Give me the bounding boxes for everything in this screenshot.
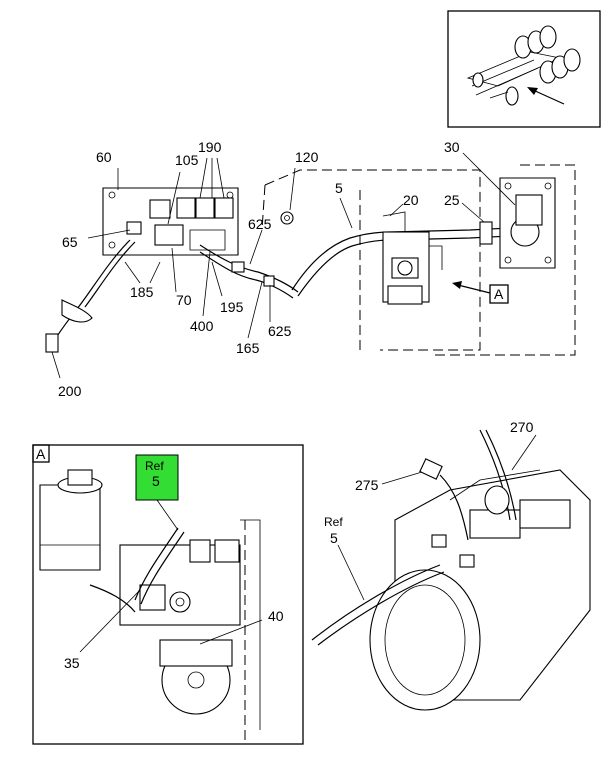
callout-105: 105 [175, 152, 199, 168]
leader-lines-main [51, 152, 516, 379]
bulkhead-connector [499, 177, 556, 269]
callout-65: 65 [62, 234, 78, 250]
callout-30: 30 [444, 139, 460, 155]
detail-a-label: A [36, 446, 46, 462]
callout-190: 190 [198, 139, 222, 155]
view-a-marker [452, 281, 509, 304]
callout-5-main: 5 [335, 180, 343, 196]
ref-5-engine-num: 5 [330, 530, 338, 546]
truck-chassis-sketch [466, 25, 581, 106]
callout-25: 25 [444, 192, 460, 208]
engine-view [311, 429, 591, 711]
callout-185: 185 [130, 284, 154, 300]
locator-inset [447, 10, 601, 128]
valve-assembly [382, 211, 443, 305]
detail-a-view [32, 444, 304, 745]
callout-165: 165 [236, 340, 260, 356]
view-a-marker-label: A [494, 286, 504, 302]
detail-hose [89, 527, 185, 613]
engine-block [369, 469, 591, 711]
callout-20: 20 [403, 192, 419, 208]
callout-625-upper: 625 [248, 216, 272, 232]
callout-40: 40 [268, 608, 284, 624]
main-harness-view [45, 152, 576, 379]
reservoir [39, 469, 103, 571]
callout-400: 400 [190, 318, 214, 334]
detail-valve-body [119, 519, 261, 740]
callout-60: 60 [96, 149, 112, 165]
ref-5-highlight-box [135, 454, 179, 501]
callout-120: 120 [295, 149, 319, 165]
detail-round-part [159, 639, 233, 715]
ref-5-engine-ref: Ref [324, 515, 343, 529]
grommet-120 [280, 211, 294, 225]
locator-arrow [527, 87, 565, 105]
callout-labels: 60 105 190 120 30 5 20 25 625 65 185 70 … [36, 139, 534, 671]
ref-5-box-num: 5 [152, 473, 160, 489]
callout-195: 195 [220, 299, 244, 315]
ref-5-box-ref: Ref [145, 459, 164, 473]
engine-hose [311, 429, 517, 646]
leader-lines-engine [337, 434, 537, 601]
callout-625-lower: 625 [268, 323, 292, 339]
callout-35: 35 [64, 655, 80, 671]
harness-branch-200 [45, 239, 136, 353]
main-harness [199, 221, 511, 299]
callout-200: 200 [58, 383, 82, 399]
engine-fitting-275 [419, 458, 475, 568]
relay-panel [102, 187, 239, 256]
callout-70: 70 [176, 292, 192, 308]
callout-270: 270 [510, 419, 534, 435]
leader-lines-detail [79, 499, 263, 653]
callout-275: 275 [355, 477, 379, 493]
